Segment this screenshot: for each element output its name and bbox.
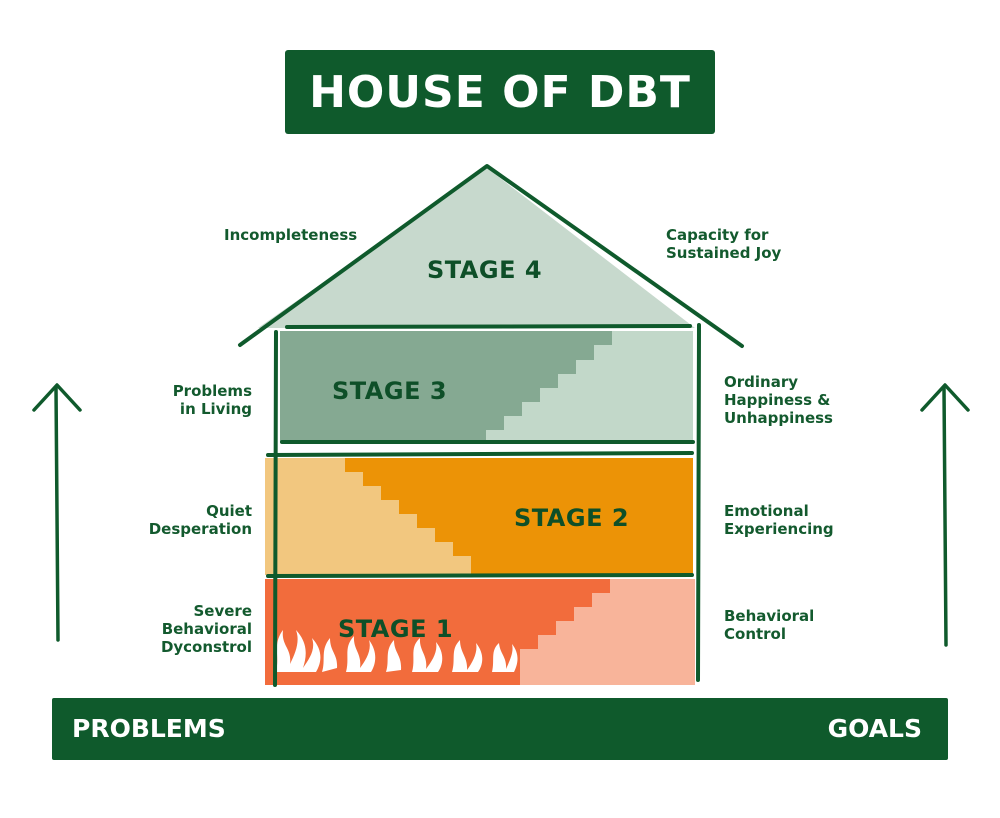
stage-2-stairs (265, 458, 471, 575)
title-banner: HOUSE OF DBT (285, 50, 715, 134)
fire-flames (276, 630, 518, 672)
right-label-stage-2: Emotional Experiencing (724, 502, 834, 538)
left-label-stage-3: Problems in Living (172, 382, 252, 418)
left-arrow (32, 383, 82, 642)
stage-4-label: STAGE 4 (427, 256, 543, 284)
left-label-stage-4: Incompleteness (224, 226, 358, 244)
stage-2-label: STAGE 2 (514, 504, 630, 532)
right-label-stage-4: Capacity for Sustained Joy (666, 226, 782, 262)
right-arrow (920, 383, 970, 647)
right-label-stage-3: Ordinary Happiness & Unhappiness (724, 373, 833, 427)
stage-3-label: STAGE 3 (332, 377, 448, 405)
goals-label: GOALS (827, 714, 922, 743)
problems-goals-bar: PROBLEMS GOALS (52, 698, 948, 760)
left-label-stage-2: Quiet Desperation (148, 502, 252, 538)
stage-4-roof (258, 168, 695, 328)
right-label-stage-1: Behavioral Control (724, 607, 815, 643)
page-title: HOUSE OF DBT (309, 66, 691, 118)
stage-3-stairs (280, 331, 612, 443)
house-outline (238, 164, 744, 687)
stage-1-label: STAGE 1 (338, 615, 454, 643)
left-label-stage-1: Severe Behavioral Dyconstrol (160, 602, 252, 656)
problems-label: PROBLEMS (72, 714, 226, 743)
